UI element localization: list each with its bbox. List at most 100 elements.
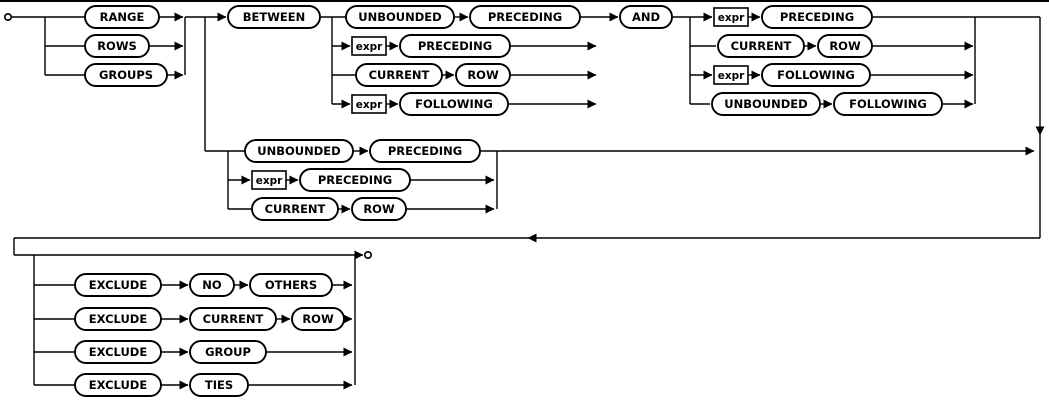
node-label: CURRENT	[265, 202, 326, 216]
between-start-row: ROW	[455, 63, 511, 87]
node-label: expr	[718, 12, 745, 24]
exclude-3-keyword: EXCLUDE	[74, 340, 162, 364]
pill-shape	[74, 307, 162, 331]
single-current: CURRENT	[251, 197, 339, 221]
expr-box-shape	[351, 94, 387, 114]
pill-shape	[711, 92, 821, 116]
pill-shape	[369, 139, 481, 163]
start-terminal	[4, 13, 13, 22]
pill-shape	[251, 197, 339, 221]
node-label: FOLLOWING	[415, 97, 493, 111]
node-label: PRECEDING	[388, 144, 462, 158]
between-start-expr-1: expr	[351, 36, 387, 56]
node-label: GROUPS	[99, 68, 153, 82]
pill-shape	[351, 197, 407, 221]
pill-shape	[291, 307, 345, 331]
flow-arrows	[149, 12, 1045, 390]
expr-box-shape	[713, 7, 749, 27]
between-end-current: CURRENT	[717, 34, 805, 58]
exclude-1-others: OTHERS	[249, 273, 333, 297]
pill-shape	[399, 34, 511, 58]
between-start-preceding-2: PRECEDING	[399, 34, 511, 58]
pill-shape	[469, 5, 581, 29]
end-terminal	[363, 251, 372, 260]
node-label: AND	[632, 10, 660, 24]
pill-shape	[249, 273, 333, 297]
node-label: ROW	[302, 312, 334, 326]
expr-box-shape	[713, 65, 749, 85]
exclude-4-ties: TIES	[189, 373, 249, 397]
node-label: NO	[202, 278, 222, 292]
exclude-2-current: CURRENT	[189, 307, 277, 331]
between-end-expr-1: expr	[713, 7, 749, 27]
pill-shape	[74, 273, 162, 297]
pill-shape	[227, 5, 321, 29]
pill-shape	[717, 34, 805, 58]
node-label: ROW	[467, 68, 499, 82]
pill-shape	[299, 168, 411, 192]
single-expr: expr	[251, 170, 287, 190]
between-start-preceding-1: PRECEDING	[469, 5, 581, 29]
pill-shape	[761, 63, 871, 87]
node-label: PRECEDING	[488, 10, 562, 24]
pill-shape	[619, 5, 673, 29]
node-label: CURRENT	[369, 68, 430, 82]
node-label: EXCLUDE	[89, 312, 148, 326]
pill-shape	[84, 5, 160, 29]
node-label: CURRENT	[203, 312, 264, 326]
pill-shape	[244, 139, 354, 163]
between-end-expr-2: expr	[713, 65, 749, 85]
pill-shape	[355, 63, 443, 87]
node-label: TIES	[205, 378, 233, 392]
between-end-following-2: FOLLOWING	[833, 92, 943, 116]
node-label: expr	[356, 41, 383, 53]
node-between: BETWEEN	[227, 5, 321, 29]
node-label: RANGE	[100, 10, 145, 24]
pill-shape	[455, 63, 511, 87]
node-label: CURRENT	[731, 39, 792, 53]
node-range: RANGE	[84, 5, 160, 29]
connector-lines	[11, 16, 1041, 386]
between-end-row: ROW	[817, 34, 873, 58]
single-preceding-1: PRECEDING	[369, 139, 481, 163]
expr-box-shape	[351, 36, 387, 56]
between-start-following: FOLLOWING	[399, 92, 509, 116]
node-rows: ROWS	[84, 34, 150, 58]
pill-shape	[761, 5, 873, 29]
between-end-following-1: FOLLOWING	[761, 63, 871, 87]
node-label: ROWS	[97, 39, 137, 53]
node-groups: GROUPS	[84, 63, 168, 87]
between-start-current: CURRENT	[355, 63, 443, 87]
node-label: OTHERS	[265, 278, 317, 292]
exclude-1-keyword: EXCLUDE	[74, 273, 162, 297]
pill-shape	[74, 340, 162, 364]
pill-shape	[817, 34, 873, 58]
between-start-expr-2: expr	[351, 94, 387, 114]
node-label: UNBOUNDED	[257, 144, 340, 158]
node-label: FOLLOWING	[849, 97, 927, 111]
node-label: PRECEDING	[418, 39, 492, 53]
node-label: expr	[256, 175, 283, 187]
node-label: EXCLUDE	[89, 378, 148, 392]
pill-shape	[189, 273, 235, 297]
node-label: GROUP	[205, 345, 251, 359]
pill-shape	[189, 307, 277, 331]
exclude-4-keyword: EXCLUDE	[74, 373, 162, 397]
exclude-2-row: ROW	[291, 307, 345, 331]
between-end-preceding: PRECEDING	[761, 5, 873, 29]
node-label: FOLLOWING	[777, 68, 855, 82]
node-label: UNBOUNDED	[358, 10, 441, 24]
node-label: UNBOUNDED	[724, 97, 807, 111]
single-unbounded: UNBOUNDED	[244, 139, 354, 163]
node-label: ROW	[363, 202, 395, 216]
single-preceding-2: PRECEDING	[299, 168, 411, 192]
pill-shape	[189, 340, 267, 364]
pill-shape	[84, 63, 168, 87]
node-label: ROW	[829, 39, 861, 53]
pill-shape	[84, 34, 150, 58]
pill-shape	[399, 92, 509, 116]
exclude-1-no: NO	[189, 273, 235, 297]
node-label: expr	[718, 70, 745, 82]
